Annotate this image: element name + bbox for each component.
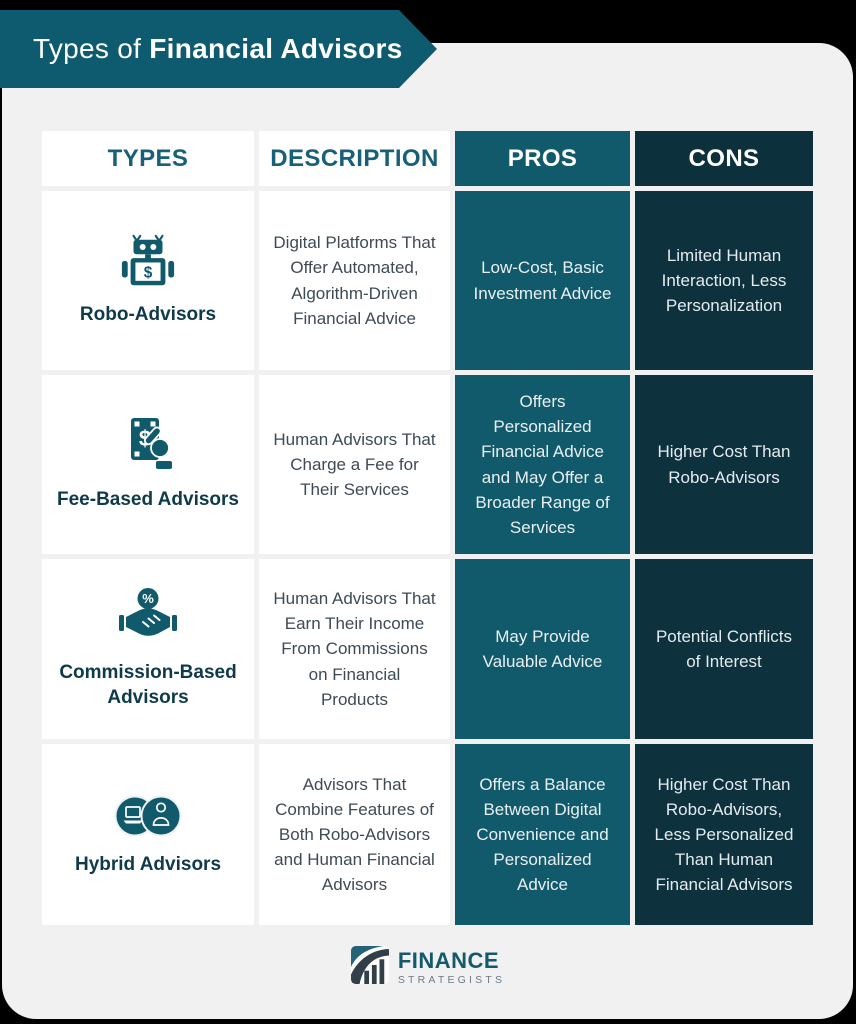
robot-dollar-icon: $ (117, 233, 179, 291)
description-cell: Human Advisors That Earn Their Income Fr… (259, 559, 450, 739)
column-header-pros: PROS (455, 131, 630, 186)
cons-cell: Higher Cost Than Robo-Advisors (635, 375, 813, 554)
pros-cell: Offers Personalized Financial Advice and… (455, 375, 630, 554)
type-label: Robo-Advisors (79, 304, 217, 326)
type-label: Commission-Based Advisors (59, 662, 237, 708)
pros-cell: Offers a Balance Between Digital Conveni… (455, 744, 630, 925)
finance-strategists-logo-icon (350, 946, 389, 989)
column-header-types: TYPES (42, 131, 254, 186)
column-header-cons: CONS (635, 131, 813, 186)
description-cell: Digital Platforms That Offer Automated, … (259, 191, 450, 370)
type-cell-robo-advisors: $ Robo-Advisors (42, 191, 254, 370)
page-title-emphasis: Financial Advisors (149, 33, 403, 64)
svg-text:$: $ (144, 265, 153, 282)
cons-cell: Limited Human Interaction, Less Personal… (635, 191, 813, 370)
svg-text:%: % (142, 591, 154, 606)
hybrid-venn-icon (111, 791, 185, 841)
description-cell: Human Advisors That Charge a Fee for The… (259, 375, 450, 554)
type-label: Fee-Based Advisors (57, 489, 239, 511)
hand-money-icon: $ (119, 416, 177, 476)
type-label: Hybrid Advisors (74, 854, 222, 876)
page-title-prefix: Types of (33, 33, 142, 64)
type-cell-fee-based-advisors: $ Fee-Based Advisors (42, 375, 254, 554)
advisor-comparison-table: TYPES DESCRIPTION PROS CONS $ Robo-Advis… (42, 131, 813, 925)
pros-cell: May Provide Valuable Advice (455, 559, 630, 739)
type-cell-hybrid-advisors: Hybrid Advisors (42, 744, 254, 925)
cons-cell: Higher Cost Than Robo-Advisors, Less Per… (635, 744, 813, 925)
handshake-percent-icon: % (117, 587, 179, 649)
brand-name-secondary: STRATEGISTS (397, 973, 506, 986)
brand-name: FINANCE STRATEGISTS (397, 947, 506, 986)
cons-cell: Potential Conflicts of Interest (635, 559, 813, 739)
type-cell-commission-based-advisors: % Commission-Based Advisors (42, 559, 254, 739)
brand-name-primary: FINANCE (397, 947, 500, 973)
pros-cell: Low-Cost, Basic Investment Advice (455, 191, 630, 370)
brand-footer: FINANCE STRATEGISTS (0, 946, 856, 989)
description-cell: Advisors That Combine Features of Both R… (259, 744, 450, 925)
column-header-description: DESCRIPTION (259, 131, 450, 186)
